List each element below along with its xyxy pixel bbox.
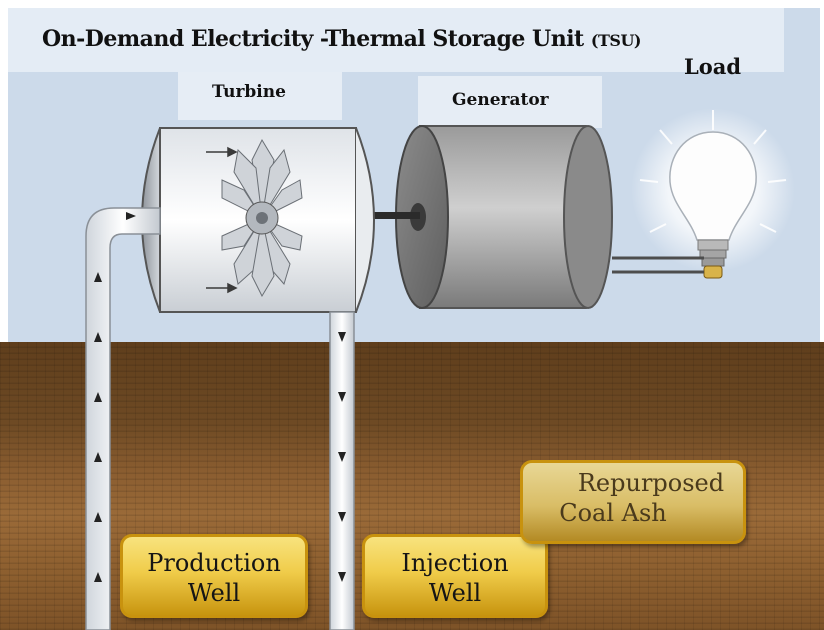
injection-well-line2: Well [428, 579, 482, 607]
injection-pipe [329, 311, 355, 630]
generator-icon [395, 125, 613, 309]
load-label: Load [684, 54, 742, 79]
injection-well-line1: Injection [401, 549, 509, 577]
coal-ash-line2: Coal Ash [559, 499, 667, 527]
coal-ash-label: Repurposed Coal Ash [520, 460, 746, 544]
generator-label: Generator [452, 90, 549, 110]
production-well-line2: Well [187, 579, 241, 607]
production-pipe [85, 207, 161, 630]
turbine-label: Turbine [212, 82, 286, 102]
title-abbrev: (TSU) [590, 31, 642, 50]
coal-ash-line1: Repurposed [577, 469, 725, 497]
production-well-line1: Production [147, 549, 281, 577]
title-main: On-Demand Electricity -Thermal Storage U… [42, 26, 584, 52]
production-well-label: Production Well [120, 534, 308, 618]
turbine-icon [141, 127, 375, 313]
turbine-label-box [178, 72, 342, 120]
load-wires [612, 256, 704, 274]
diagram-title: On-Demand Electricity -Thermal Storage U… [42, 26, 641, 52]
injection-well-label: Injection Well [362, 534, 548, 618]
generator-label-box [418, 76, 602, 128]
title-band [8, 8, 784, 72]
lightbulb-icon [631, 108, 795, 279]
